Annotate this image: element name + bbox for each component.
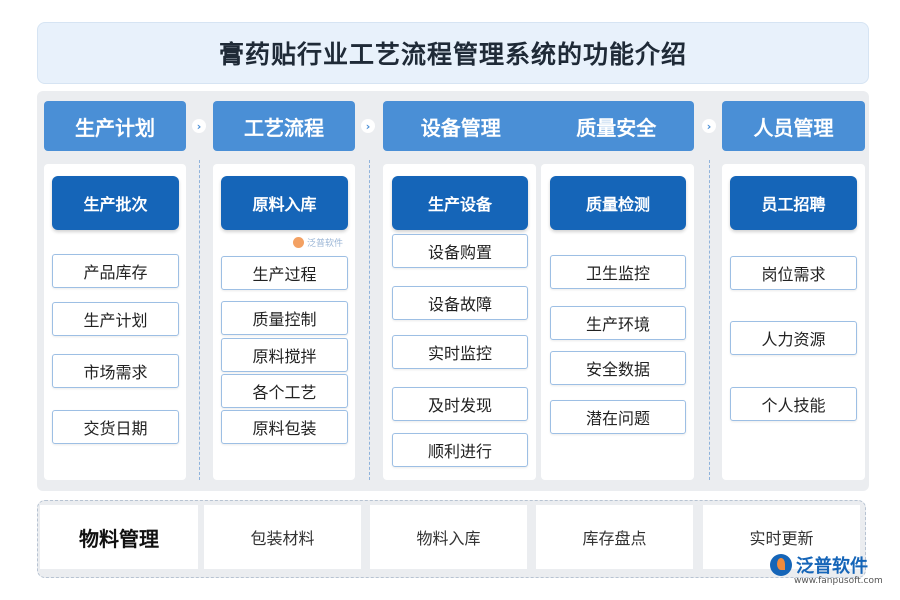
list-item: 市场需求 xyxy=(52,354,179,388)
header-equipment-quality: 设备管理 质量安全 xyxy=(383,101,694,151)
header-production-plan: 生产计划 xyxy=(44,101,186,151)
header-process-flow: 工艺流程 xyxy=(213,101,355,151)
list-item: 原料包装 xyxy=(221,410,348,444)
list-item: 潜在问题 xyxy=(550,400,686,434)
list-item: 安全数据 xyxy=(550,351,686,385)
header-personnel: 人员管理 xyxy=(722,101,865,151)
list-item: 交货日期 xyxy=(52,410,179,444)
divider xyxy=(199,160,200,480)
header-equipment: 设备管理 xyxy=(420,115,501,140)
header-quality-safety: 质量安全 xyxy=(576,115,657,140)
list-item: 及时发现 xyxy=(392,387,528,421)
arrow-right-icon: › xyxy=(361,119,375,133)
list-item: 卫生监控 xyxy=(550,255,686,289)
arrow-right-icon: › xyxy=(702,119,716,133)
list-item: 实时监控 xyxy=(392,335,528,369)
divider xyxy=(369,160,370,480)
watermark-logo-icon xyxy=(293,237,304,248)
list-item: 各个工艺 xyxy=(221,374,348,408)
brand-logo-icon xyxy=(770,554,792,576)
list-item: 岗位需求 xyxy=(730,256,857,290)
bottom-cell: 库存盘点 xyxy=(536,505,693,569)
module-quality-inspection: 质量检测 xyxy=(550,176,686,230)
list-item: 个人技能 xyxy=(730,387,857,421)
list-item: 设备故障 xyxy=(392,286,528,320)
watermark: 泛普软件 xyxy=(293,236,343,249)
page-title: 膏药贴行业工艺流程管理系统的功能介绍 xyxy=(37,22,869,84)
module-staff-recruitment: 员工招聘 xyxy=(730,176,857,230)
list-item: 生产过程 xyxy=(221,256,348,290)
divider xyxy=(709,160,710,480)
list-item: 生产计划 xyxy=(52,302,179,336)
bottom-cell: 包装材料 xyxy=(204,505,361,569)
bottom-cell: 物料入库 xyxy=(370,505,527,569)
list-item: 质量控制 xyxy=(221,301,348,335)
list-item: 原料搅拌 xyxy=(221,338,348,372)
watermark-text: 泛普软件 xyxy=(307,239,344,249)
list-item: 设备购置 xyxy=(392,234,528,268)
arrow-right-icon: › xyxy=(192,119,206,133)
module-production-batch: 生产批次 xyxy=(52,176,179,230)
list-item: 产品库存 xyxy=(52,254,179,288)
module-raw-material-in: 原料入库 xyxy=(221,176,348,230)
brand-url: www.fanpusoft.com xyxy=(794,576,883,586)
brand-logo: 泛普软件 xyxy=(770,552,868,578)
brand-name: 泛普软件 xyxy=(796,556,868,577)
bottom-material-management: 物料管理 xyxy=(40,505,198,569)
list-item: 人力资源 xyxy=(730,321,857,355)
list-item: 顺利进行 xyxy=(392,433,528,467)
module-production-equipment: 生产设备 xyxy=(392,176,528,230)
list-item: 生产环境 xyxy=(550,306,686,340)
